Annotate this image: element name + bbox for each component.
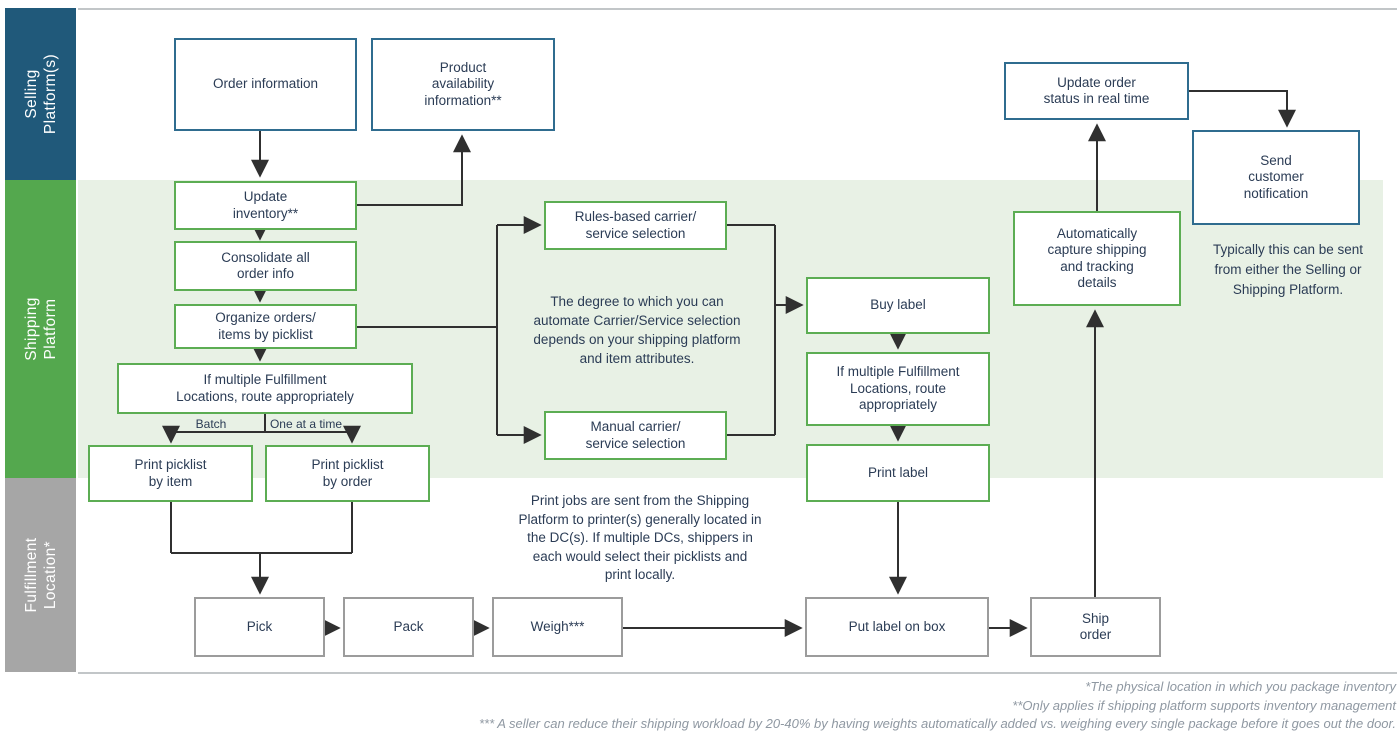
footnote-physical-location: *The physical location in which you pack… (1085, 679, 1396, 694)
box-manual-selection: Manual carrier/ service selection (544, 411, 727, 460)
box-put-label-on-box: Put label on box (805, 597, 989, 657)
lane-selling-platforms: Selling Platform(s) (5, 8, 76, 180)
lane-fulfillment-location: Fulfillment Location* (5, 478, 76, 672)
footnote-inventory-management: **Only applies if shipping platform supp… (1012, 697, 1396, 713)
box-update-inventory: Update inventory** (174, 181, 357, 230)
box-auto-capture: Automatically capture shipping and track… (1013, 211, 1181, 306)
arrow-update-inventory-to-product-availability (357, 134, 471, 206)
edge-label-one-at-a-time: One at a time (269, 417, 343, 431)
box-route-appropriately-picklist: If multiple Fulfillment Locations, route… (117, 363, 413, 414)
box-route-appropriately-label: If multiple Fulfillment Locations, route… (806, 352, 990, 426)
note-carrier-selection: The degree to which you can automate Car… (533, 294, 741, 366)
box-rules-based-selection: Rules-based carrier/ service selection (544, 201, 727, 250)
box-update-order-status: Update order status in real time (1004, 62, 1189, 120)
box-product-availability: Product availability information** (371, 38, 555, 131)
box-organize-orders: Organize orders/ items by picklist (174, 304, 357, 349)
lane-shipping-platform: Shipping Platform (5, 180, 76, 478)
box-buy-label: Buy label (806, 277, 990, 334)
footnotes: *The physical location in which you pack… (479, 678, 1396, 734)
frame-top-line (78, 8, 1397, 10)
box-print-picklist-order: Print picklist by order (265, 445, 430, 502)
frame-bottom-line (78, 672, 1397, 674)
note-print-jobs: Print jobs are sent from the Shipping Pl… (518, 493, 762, 582)
box-pick: Pick (194, 597, 325, 657)
box-weigh: Weigh*** (492, 597, 623, 657)
note-notification-source: Typically this can be sent from either t… (1212, 242, 1364, 297)
box-print-picklist-item: Print picklist by item (88, 445, 253, 502)
arrow-update-status-to-notification (1189, 90, 1296, 128)
box-consolidate-order-info: Consolidate all order info (174, 241, 357, 291)
box-order-information: Order information (174, 38, 357, 131)
edge-label-batch: Batch (195, 417, 227, 431)
footnote-weights: *** A seller can reduce their shipping w… (478, 716, 1396, 731)
box-send-customer-notification: Send customer notification (1192, 130, 1360, 225)
box-ship-order: Ship order (1030, 597, 1161, 657)
box-print-label: Print label (806, 444, 990, 502)
box-pack: Pack (343, 597, 474, 657)
